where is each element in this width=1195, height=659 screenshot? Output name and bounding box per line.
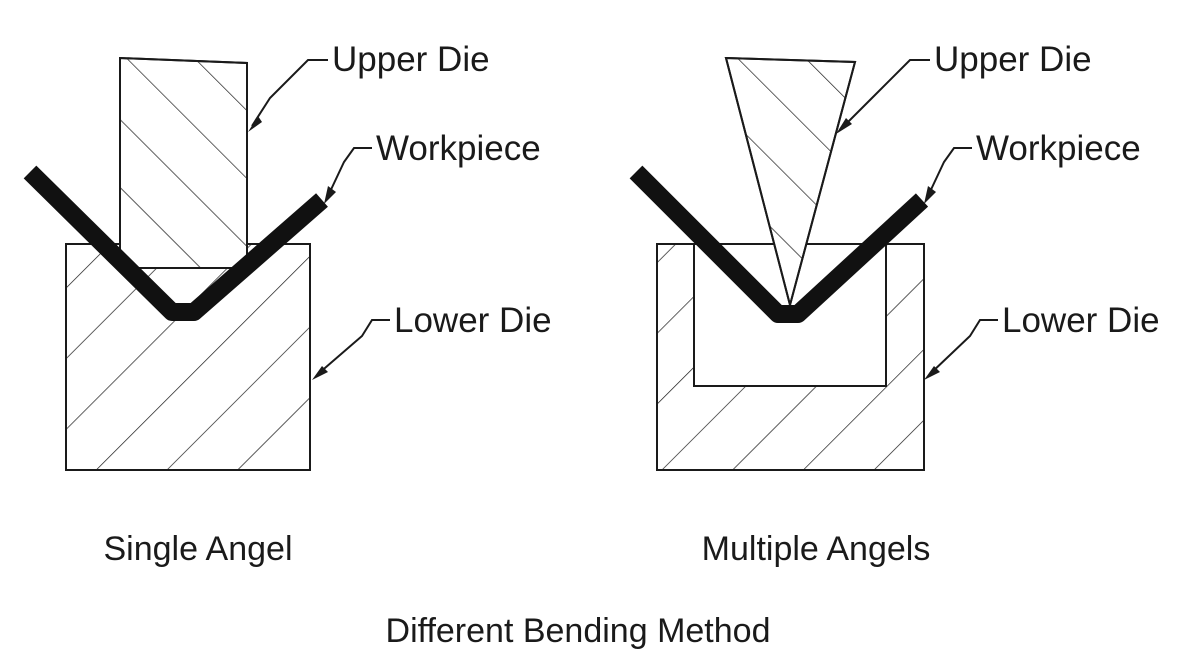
arrowhead-icon — [924, 186, 936, 204]
diagram-title: Different Bending Method — [386, 612, 771, 650]
caption-multiple-angles: Multiple Angels — [702, 530, 931, 568]
multiple-angles-assembly — [629, 56, 929, 471]
workpiece-right — [629, 165, 929, 323]
workpiece-left — [23, 165, 328, 321]
lower-die-left — [65, 243, 311, 471]
callout-workpiece-left: Workpiece — [324, 129, 541, 204]
callout-lower-die-left: Lower Die — [312, 301, 552, 380]
arrowhead-icon — [312, 366, 328, 380]
lower-die-label-left: Lower Die — [394, 301, 552, 340]
upper-die-label-left: Upper Die — [332, 40, 490, 79]
callout-workpiece-right: Workpiece — [924, 129, 1141, 204]
lower-die-label-right: Lower Die — [1002, 301, 1160, 340]
upper-die-left — [119, 56, 248, 269]
single-angle-assembly — [23, 56, 328, 471]
arrowhead-icon — [836, 118, 852, 134]
callout-lower-die-right: Lower Die — [924, 301, 1160, 380]
callout-upper-die-right: Upper Die — [836, 40, 1092, 134]
workpiece-label-left: Workpiece — [376, 129, 541, 168]
arrowhead-icon — [924, 366, 940, 380]
workpiece-label-right: Workpiece — [976, 129, 1141, 168]
upper-die-right — [724, 56, 857, 309]
arrowhead-icon — [324, 186, 336, 204]
upper-die-label-right: Upper Die — [934, 40, 1092, 79]
caption-single-angle: Single Angel — [103, 530, 292, 568]
arrowhead-icon — [248, 116, 262, 132]
callout-upper-die-left: Upper Die — [248, 40, 490, 132]
